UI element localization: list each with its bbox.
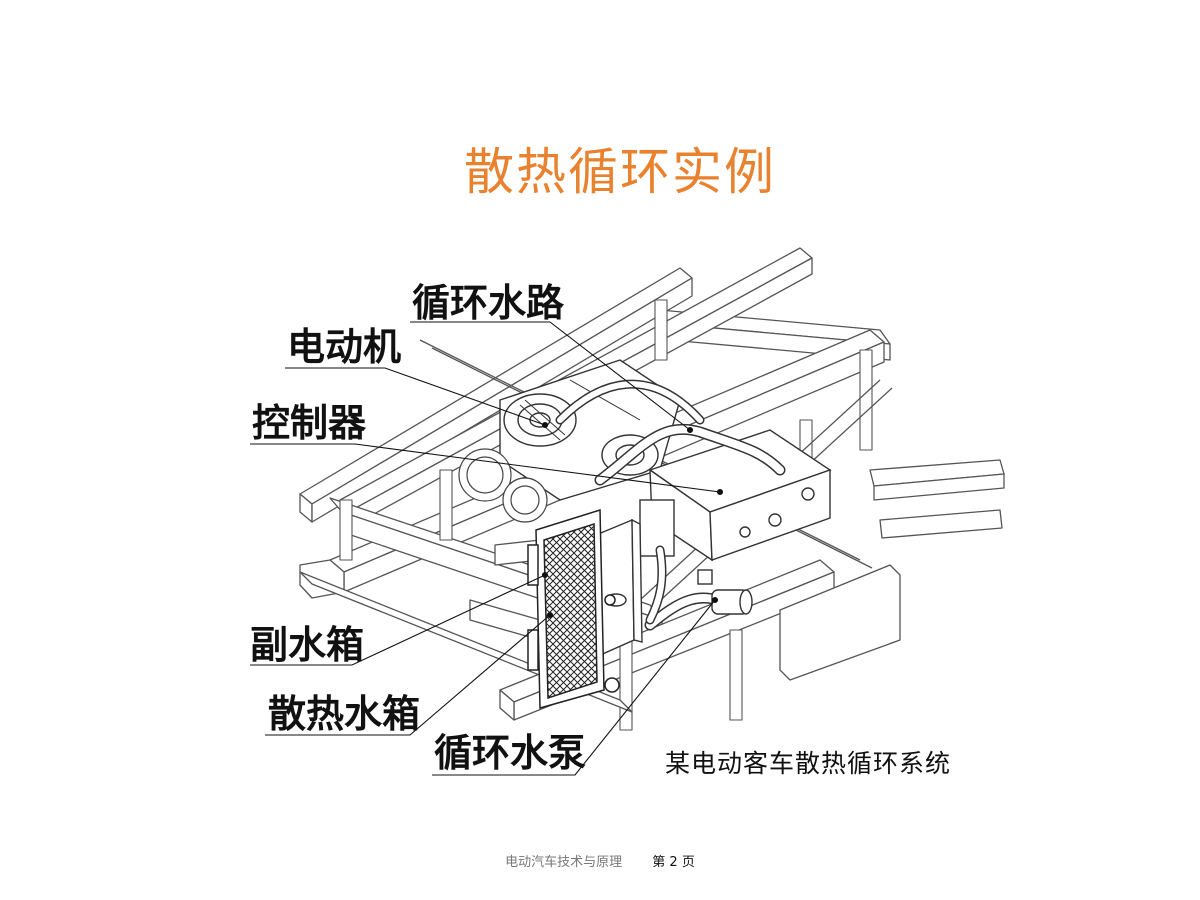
label-circulation-pipe: 循环水路 [412,280,565,325]
label-aux-tank: 副水箱 [250,622,365,667]
radiator [527,508,620,709]
circulation-pipes [555,379,786,631]
aux-water-tank [595,518,643,658]
footer: 电动汽车技术与原理 第 2 页 [0,851,1200,870]
leader-lines [250,321,724,776]
footer-book-title: 电动汽车技术与原理 [505,855,623,870]
frame-posts [339,299,873,731]
leader-radiator [265,614,551,736]
circulation-pump [697,569,753,615]
leader-controller [250,443,721,493]
label-controller: 控制器 [252,400,367,445]
motor-assembly [499,359,681,501]
controller-box [639,429,832,562]
frame-side-right [779,459,1005,681]
label-pump: 循环水泵 [434,730,587,775]
motor-rear-ports [458,448,548,523]
leader-pump [432,599,716,776]
leader-motor [285,367,546,426]
slide-title: 散热循环实例 [464,143,776,201]
radiator-core [543,522,598,700]
footer-page-number: 第 2 页 [652,855,695,870]
figure-caption: 某电动客车散热循环系统 [665,749,952,778]
leader-aux-tank [250,574,546,666]
label-radiator: 散热水箱 [268,691,421,736]
leader-circulation-pipe [410,321,691,431]
label-motor: 电动机 [287,324,402,369]
